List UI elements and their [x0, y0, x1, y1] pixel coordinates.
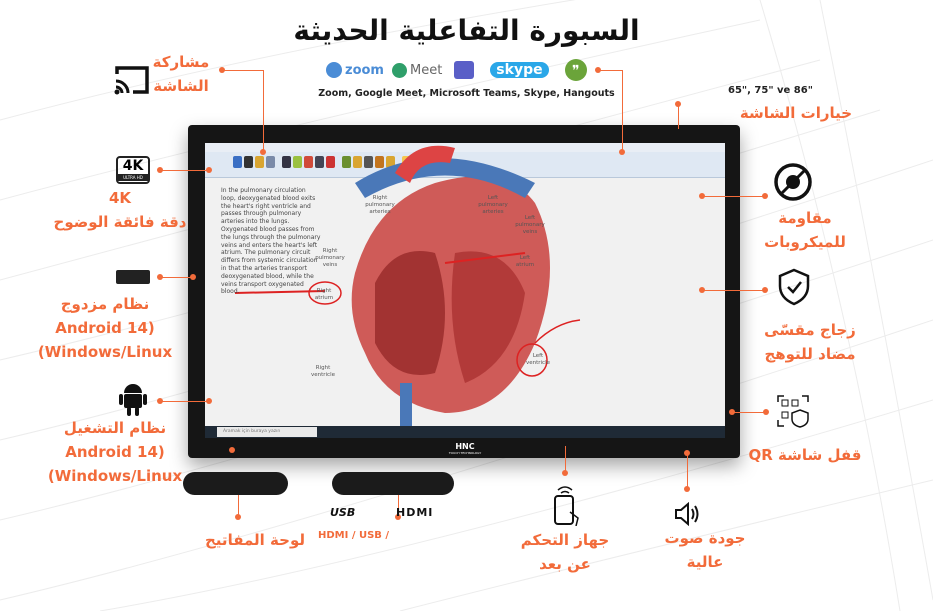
label-right-pulmonary-arteries: Right pulmonary arteries: [365, 195, 395, 215]
label-left-pulmonary-veins: Left pulmonary veins: [515, 215, 545, 235]
4k-ultra-hd-icon: 4K ULTRA HD: [116, 156, 150, 184]
label-left-atrium: Left atrium: [515, 255, 535, 268]
label-left-pulmonary-arteries: Left pulmonary arteries: [478, 195, 508, 215]
hdmi-logo: HDMI: [396, 506, 434, 519]
ports-label: HDMI / USB /: [318, 530, 390, 541]
usb-logo: USB: [330, 506, 356, 519]
zoom-camera-icon: [326, 62, 342, 78]
ops-box-icon: [116, 270, 150, 284]
zoom-logo: zoom: [326, 62, 384, 78]
screen-sizes: 65", 75" ve 86": [728, 85, 813, 96]
app-logos: zoom Meet skype ❞: [326, 58, 596, 82]
skype-logo: skype: [490, 62, 549, 78]
shield-check-icon: [778, 268, 810, 306]
display-screen[interactable]: In the pulmonary circulation loop, deoxy…: [205, 143, 725, 438]
label-right-pulmonary-veins: Right pulmonary veins: [315, 248, 345, 268]
meet-logo: Meet: [391, 62, 442, 78]
screen-paragraph: In the pulmonary circulation loop, deoxy…: [221, 187, 321, 296]
speaker-icon: [675, 502, 699, 526]
screen-options-label: خيارات الشاشة: [739, 104, 853, 122]
heart-illustration: [234, 145, 581, 438]
keypad-panel[interactable]: [183, 472, 288, 495]
anti-virus-icon: [774, 163, 812, 201]
taskbar-search[interactable]: Aramak için buraya yazın: [217, 427, 317, 437]
qr-shield-icon: [777, 395, 809, 428]
page-title: السبورة التفاعلية الحديثة: [293, 14, 640, 47]
android-icon: [119, 384, 147, 416]
keypad-label: لوحة المفاتيح: [205, 531, 305, 549]
taskbar: Aramak için buraya yazın: [205, 426, 725, 438]
toolbar-tabs: [205, 143, 725, 152]
label-left-ventricle: Left ventricle: [525, 353, 550, 366]
display-brand: HNC TOUCH TECHNOLOGY: [448, 442, 482, 456]
label-right-atrium: Right atrium: [314, 288, 334, 301]
ports-panel: [332, 472, 454, 495]
apps-subtitle: Zoom, Google Meet, Microsoft Teams, Skyp…: [318, 88, 615, 99]
cast-icon: [114, 66, 149, 95]
remote-control-icon: [554, 486, 579, 526]
hangouts-icon: ❞: [564, 59, 587, 81]
label-right-ventricle: Right ventricle: [310, 365, 335, 378]
teams-icon: [454, 61, 475, 79]
qr-lock-label: قفل شاشة QR: [748, 446, 862, 464]
meet-icon: [391, 62, 407, 78]
